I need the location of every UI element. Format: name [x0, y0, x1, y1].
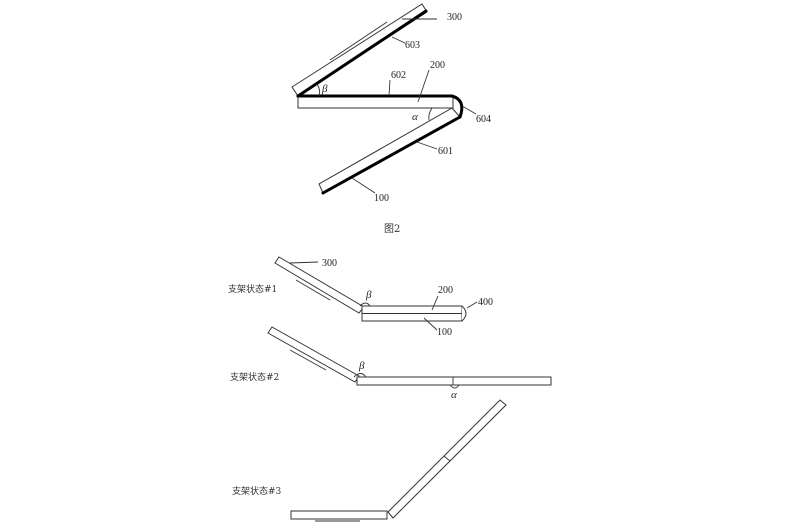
leader-300	[289, 261, 319, 264]
beta-arc	[353, 373, 367, 378]
label-400: 400	[478, 297, 493, 308]
beta-arc	[359, 302, 371, 307]
state-1: 支架状态#1 300 β 200 400 100	[228, 256, 493, 338]
label-alpha: α	[451, 389, 457, 401]
label-601: 601	[438, 146, 453, 157]
panel-flat	[290, 510, 388, 520]
beta-arc	[316, 83, 321, 97]
state-2: 支架状态#2 β α	[230, 326, 552, 401]
panel-300	[267, 326, 360, 383]
hinge-400	[461, 305, 467, 322]
leader-200	[431, 295, 439, 311]
layer-601	[321, 115, 462, 195]
leader-603	[391, 36, 406, 44]
state-2-title: 支架状态#2	[230, 371, 279, 383]
label-100: 100	[437, 327, 452, 338]
label-200: 200	[438, 285, 453, 296]
alpha-arc	[428, 107, 433, 121]
label-alpha: α	[412, 111, 418, 123]
leader-602	[388, 79, 391, 97]
panel-300-screen	[289, 349, 327, 371]
label-200: 200	[430, 60, 445, 71]
panel-flat	[356, 376, 552, 386]
label-300: 300	[322, 258, 337, 269]
figure-caption: 图2	[384, 223, 400, 235]
label-300: 300	[447, 12, 462, 23]
label-602: 602	[391, 70, 406, 81]
label-beta: β	[321, 83, 328, 95]
state-3-title: 支架状态#3	[232, 485, 282, 497]
figure-2: 300 603 602 200 β α 604 601 100 图2	[291, 3, 491, 235]
label-604: 604	[476, 114, 491, 125]
panel-300	[274, 256, 365, 314]
leader-604	[461, 105, 477, 115]
leader-100	[351, 177, 376, 194]
layer-603	[296, 9, 428, 98]
label-100: 100	[374, 193, 389, 204]
leader-400	[466, 301, 478, 309]
panel-300-screen	[329, 21, 388, 61]
state-3: 支架状态#3	[232, 399, 507, 522]
leader-200	[417, 69, 430, 103]
layer-602-604	[296, 94, 464, 119]
alpha-arc	[449, 384, 460, 389]
label-beta: β	[358, 360, 365, 372]
leader-100	[423, 317, 438, 331]
panel-300-screen	[295, 279, 331, 301]
panel-200	[297, 95, 454, 109]
leader-601	[416, 141, 438, 150]
label-beta: β	[365, 289, 372, 301]
label-603: 603	[405, 40, 420, 51]
state-1-title: 支架状态#1	[228, 283, 277, 295]
panel-divider	[443, 455, 451, 462]
